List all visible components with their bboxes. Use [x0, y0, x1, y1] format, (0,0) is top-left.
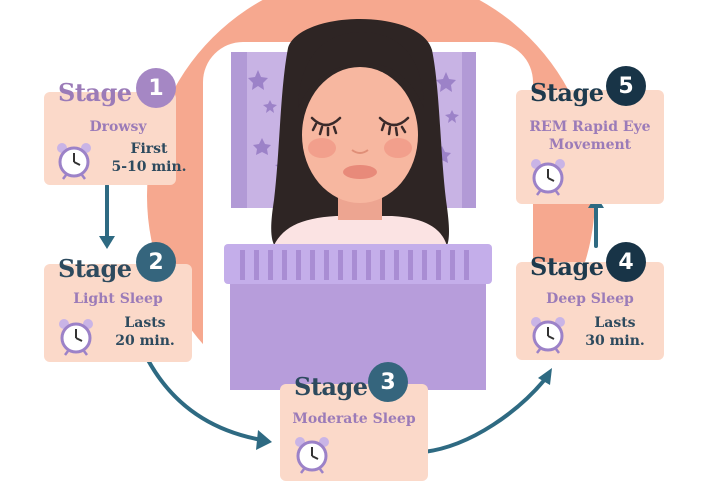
alarm-clock-icon [531, 317, 565, 354]
closed-eyes [310, 116, 410, 137]
stage-1-duration-line1: First [130, 141, 168, 157]
alarm-clock-icon [57, 143, 91, 180]
lips [343, 165, 377, 179]
stage-4-name: Deep Sleep [546, 291, 634, 307]
stage-2-label: Stage [58, 254, 132, 283]
stage-4-duration-line1: Lasts [594, 315, 636, 331]
stage-5-label: Stage [530, 78, 604, 107]
stage-2-name: Light Sleep [73, 291, 163, 307]
stage-2-duration-line1: Lasts [124, 315, 166, 331]
stage-3-label: Stage [294, 372, 368, 401]
stage-2-duration-line2: 20 min. [115, 333, 175, 349]
alarm-clock-icon [295, 437, 329, 474]
stage-5-badge: 5 [606, 66, 646, 106]
alarm-clock-icon [59, 319, 93, 356]
stage-3-badge: 3 [368, 362, 408, 402]
shirt [272, 216, 448, 250]
stage-5-name-line2: Movement [548, 137, 632, 153]
stage-5-name-line1: REM Rapid Eye [529, 119, 651, 135]
stage-4-duration-line2: 30 min. [585, 333, 645, 349]
stage-1-label: Stage [58, 78, 132, 107]
stage-1-duration-line2: 5-10 min. [111, 159, 187, 175]
alarm-clock-icon [531, 159, 565, 196]
bangs [298, 32, 424, 108]
stage-2-badge: 2 [136, 242, 176, 282]
arrow-icon [105, 184, 598, 454]
blanket [224, 244, 492, 390]
stage-4-label: Stage [530, 252, 604, 281]
stage-1-badge: 1 [136, 68, 176, 108]
face [302, 67, 418, 203]
stage-4-badge: 4 [606, 242, 646, 282]
stage-3-name: Moderate Sleep [292, 411, 416, 427]
arrow-3-to-4 [422, 376, 548, 454]
arrow-2-to-3 [146, 358, 264, 442]
stage-1-name: Drowsy [89, 119, 147, 135]
